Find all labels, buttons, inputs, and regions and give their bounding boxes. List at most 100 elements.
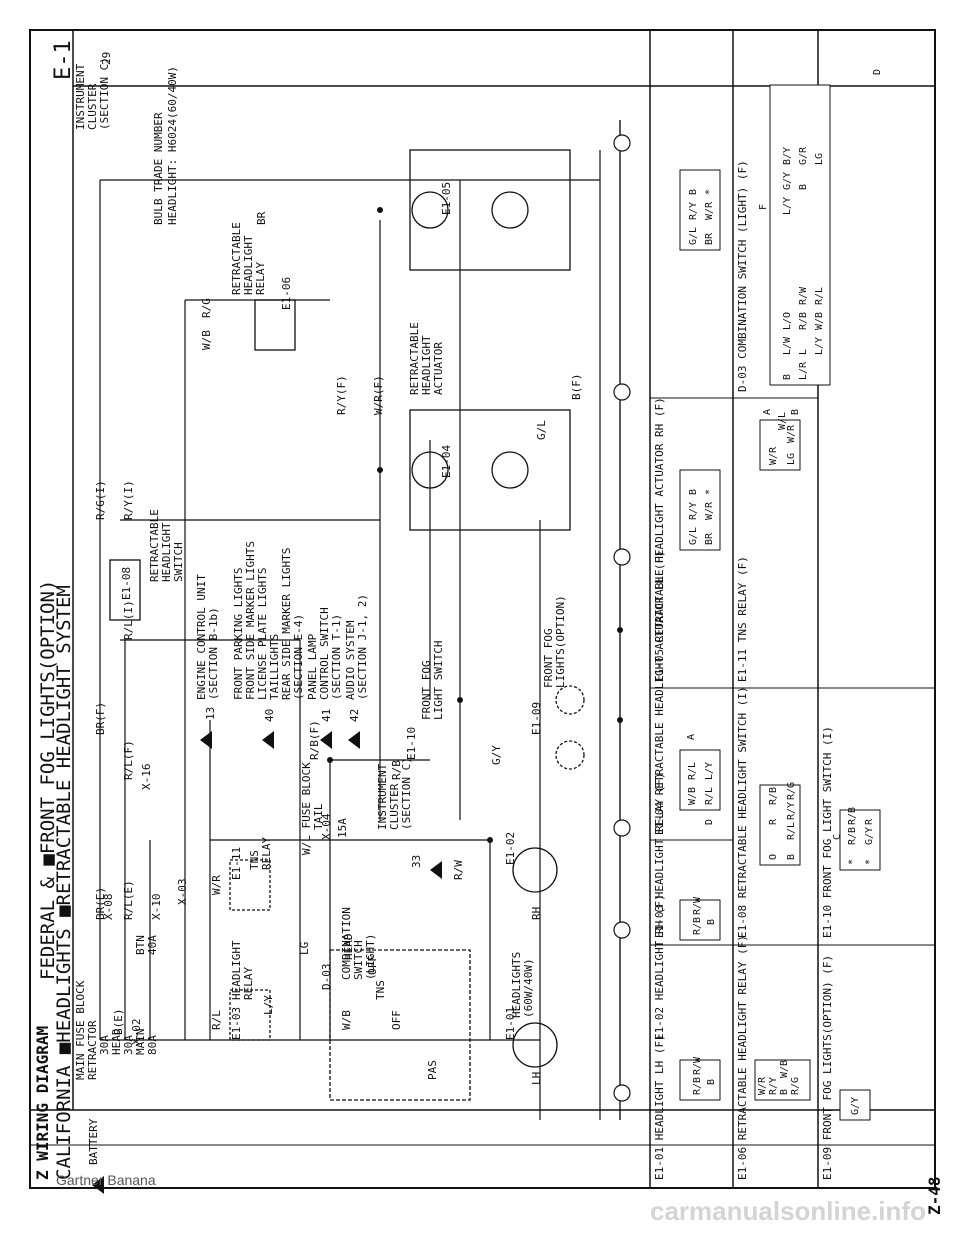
connector-cell: B: [688, 189, 699, 195]
connector-cell: O: [768, 854, 779, 860]
retractable-switch-line-2: HEADLIGHT: [160, 522, 173, 582]
connector-id: E1-05: [440, 182, 453, 215]
connector-cell: W/B: [779, 1060, 790, 1078]
connector-cell: L/Y: [704, 762, 715, 780]
connector-cell: G/Y: [782, 172, 793, 190]
connector-cell: W/R: [768, 446, 779, 465]
connector-pin-letter: D: [704, 819, 715, 825]
connector-pin-letter: F: [758, 204, 769, 210]
retractable-actuator-line-2: HEADLIGHT: [420, 335, 433, 395]
tail-label: TAIL: [312, 803, 325, 830]
reference-num-40: 40: [263, 709, 276, 722]
connector-id: E1-08: [120, 567, 133, 600]
connector-id: E1-03: [230, 1007, 243, 1040]
instrument-cluster-line-2: CLUSTER: [388, 783, 401, 830]
rh-label: RH: [530, 907, 543, 920]
reference-42-line-2: (SECTION J-1, 2): [356, 594, 369, 700]
connector-cell: *: [704, 489, 715, 495]
wire-code: R/L: [210, 1010, 223, 1030]
reference-num-33: 33: [410, 855, 423, 868]
wl-fuse-block-label: W/L FUSE BLOCK: [300, 762, 313, 855]
reference-13-line-1: ENGINE CONTROL UNIT: [195, 574, 208, 700]
retractor-label: RETRACTOR: [86, 1020, 99, 1080]
connector-id: X-04: [320, 813, 333, 840]
connector-view-label: E1-08 RETRACTABLE HEADLIGHT SWITCH (I): [736, 686, 749, 938]
reference-40-line-3: LICENSE PLATE LIGHTS: [256, 568, 269, 700]
connector-pin-letter: D: [872, 69, 883, 75]
fog-lights-line-1: FRONT FOG: [542, 628, 555, 688]
connector-view-label: D-03 COMBINATION SWITCH (LIGHT) (F): [736, 160, 749, 392]
connector-cell: R/Y: [688, 202, 699, 220]
switch-pos-head: HEAD: [342, 934, 355, 961]
tns-relay-line-2: RELAY: [260, 837, 273, 870]
connector-cell: R/W: [692, 896, 703, 915]
connector-cell: B: [706, 919, 717, 925]
connector-cell: *: [704, 189, 715, 195]
connector-cell: G/R: [798, 146, 809, 165]
retractable-relay-line-3: RELAY: [254, 262, 267, 295]
reference-40-line-1: FRONT PARKING LIGHTS: [232, 568, 245, 700]
connector-cell: R/B: [847, 827, 858, 845]
connector-cell: R/L: [704, 787, 715, 805]
connector-cell: W/R: [757, 1076, 768, 1095]
bulb-line-1: BULB TRADE NUMBER: [152, 112, 165, 225]
connector-cell: G/Y: [850, 1097, 861, 1115]
connector-cell: B: [782, 374, 793, 380]
switch-pos-off-1: OFF: [390, 1010, 403, 1030]
wire-code: BR(F): [94, 702, 107, 735]
connector-cell: R/L: [786, 822, 797, 840]
fuse-tail: 15A: [336, 818, 349, 838]
switch-pos-pas: PAS: [426, 1060, 439, 1080]
connector-id: E1-04: [440, 445, 453, 478]
header-title: Z WIRING DIAGRAM: [33, 1026, 52, 1180]
connector-cell: R/B: [798, 312, 809, 330]
combination-switch-line-1: COMBINATION: [340, 907, 353, 980]
wire-code: R/G(I): [94, 480, 107, 520]
wire-code: G/L: [535, 420, 548, 440]
wire-code: R/G: [200, 298, 213, 318]
retractable-relay-line-2: HEADLIGHT: [242, 235, 255, 295]
connector-cell: W/R: [704, 201, 715, 220]
connector-view-boxes: [679, 84, 881, 1121]
wire-code: W/B: [340, 1010, 353, 1030]
connector-cell: L/Y: [782, 197, 793, 215]
connector-view-label: E1-05 RETRACTABLE HEADLIGHT ACTUATOR RH …: [653, 397, 666, 682]
connector-cell: W/L: [777, 412, 788, 430]
page-number: Z-48: [925, 1176, 944, 1215]
connector-id: X-08: [102, 894, 115, 921]
connector-cell: B: [688, 489, 699, 495]
connector-id: X-03: [176, 879, 189, 906]
connector-pin-letter: C: [832, 834, 843, 840]
fog-lights-line-2: LIGHTS(OPTION): [554, 595, 567, 688]
connector-cell: *: [847, 859, 858, 865]
connector-cell: R/W: [692, 1056, 703, 1075]
connector-view-label: E1-10 FRONT FOG LIGHT SWITCH (I): [821, 726, 834, 938]
instrument-cluster-line-1: INSTRUMENT: [376, 763, 389, 830]
fuse-btn: 40A: [146, 935, 159, 955]
connector-cell: G/Y: [864, 827, 875, 845]
connector-cell: R/L: [687, 762, 698, 780]
connector-cell: L/W: [782, 336, 793, 355]
connector-view-label: E1-09 FRONT FOG LIGHTS(OPTION) (F): [821, 955, 834, 1180]
connector-view-label: E1-06 RETRACTABLE HEADLIGHT RELAY (F): [736, 935, 749, 1180]
headlight-relay-line-1: HEADLIGHT: [230, 940, 243, 1000]
fog-switch-line-1: FRONT FOG: [420, 660, 433, 720]
tns-relay-line-1: TNS: [248, 850, 261, 870]
connector-id: X-10: [150, 894, 163, 921]
wire-code: G/Y: [490, 745, 503, 765]
watermark-carmanuals: carmanualsonline.info: [650, 1196, 926, 1226]
reference-40-line-6: (SECTION E-4): [292, 614, 305, 700]
reference-29-line-2: CLUSTER: [86, 83, 99, 130]
reference-num-42: 42: [348, 709, 361, 722]
title-line-1: FEDERAL & ■FRONT FOG LIGHTS(OPTION): [37, 580, 59, 980]
connector-cell: R/G: [786, 782, 797, 800]
connector-id: X-16: [140, 764, 153, 791]
connector-cell: R/Y: [768, 1077, 779, 1095]
connector-cell: B: [786, 854, 797, 860]
reference-41-line-2: CONTROL SWITCH: [318, 607, 331, 700]
reference-29-line-3: (SECTION C): [98, 57, 111, 130]
connector-cell: R/Y: [688, 502, 699, 520]
connector-cell: R/G: [790, 1077, 801, 1095]
